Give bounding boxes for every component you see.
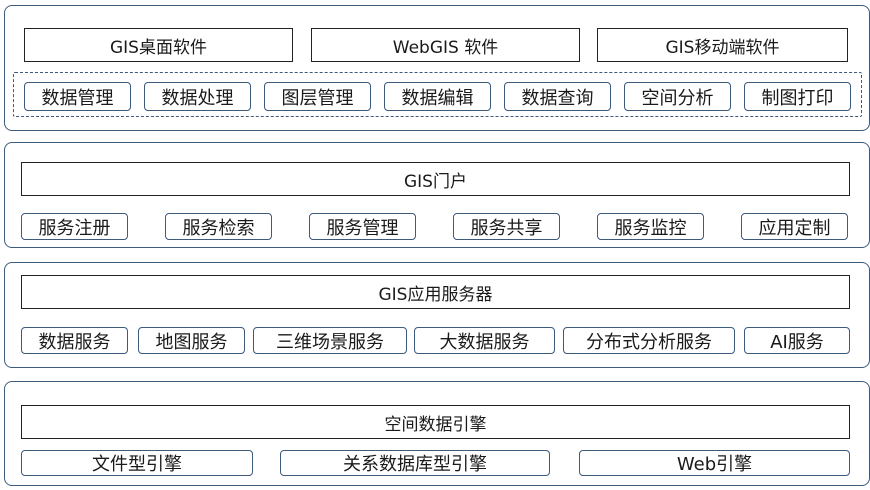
product-webgis: WebGIS 软件	[311, 28, 580, 62]
portal-service-management: 服务管理	[309, 213, 416, 240]
portal-service-registration: 服务注册	[21, 213, 128, 240]
function-data-management: 数据管理	[24, 82, 131, 111]
portal-app-customization: 应用定制	[741, 213, 848, 240]
server-map-service: 地图服务	[138, 327, 245, 354]
engine-title: 空间数据引擎	[21, 405, 850, 439]
server-title: GIS应用服务器	[21, 275, 850, 309]
server-big-data-service: 大数据服务	[414, 327, 555, 354]
function-spatial-analysis: 空间分析	[624, 82, 731, 111]
portal-service-monitoring: 服务监控	[597, 213, 704, 240]
portal-service-search: 服务检索	[165, 213, 272, 240]
function-data-processing: 数据处理	[144, 82, 251, 111]
functions-group	[13, 72, 862, 117]
function-data-editing: 数据编辑	[384, 82, 491, 111]
engine-file-based: 文件型引擎	[21, 450, 253, 476]
server-distributed-analysis-service: 分布式分析服务	[563, 327, 735, 354]
portal-service-sharing: 服务共享	[453, 213, 560, 240]
server-data-service: 数据服务	[21, 327, 128, 354]
engine-relational-database: 关系数据库型引擎	[280, 450, 550, 476]
engine-web: Web引擎	[579, 450, 850, 476]
function-map-printing: 制图打印	[744, 82, 851, 111]
product-gis-desktop: GIS桌面软件	[24, 28, 293, 62]
product-gis-mobile: GIS移动端软件	[597, 28, 848, 62]
function-layer-management: 图层管理	[264, 82, 371, 111]
portal-title: GIS门户	[21, 162, 850, 196]
function-data-query: 数据查询	[504, 82, 611, 111]
server-ai-service: AI服务	[744, 327, 850, 354]
server-3d-scene-service: 三维场景服务	[253, 327, 407, 354]
